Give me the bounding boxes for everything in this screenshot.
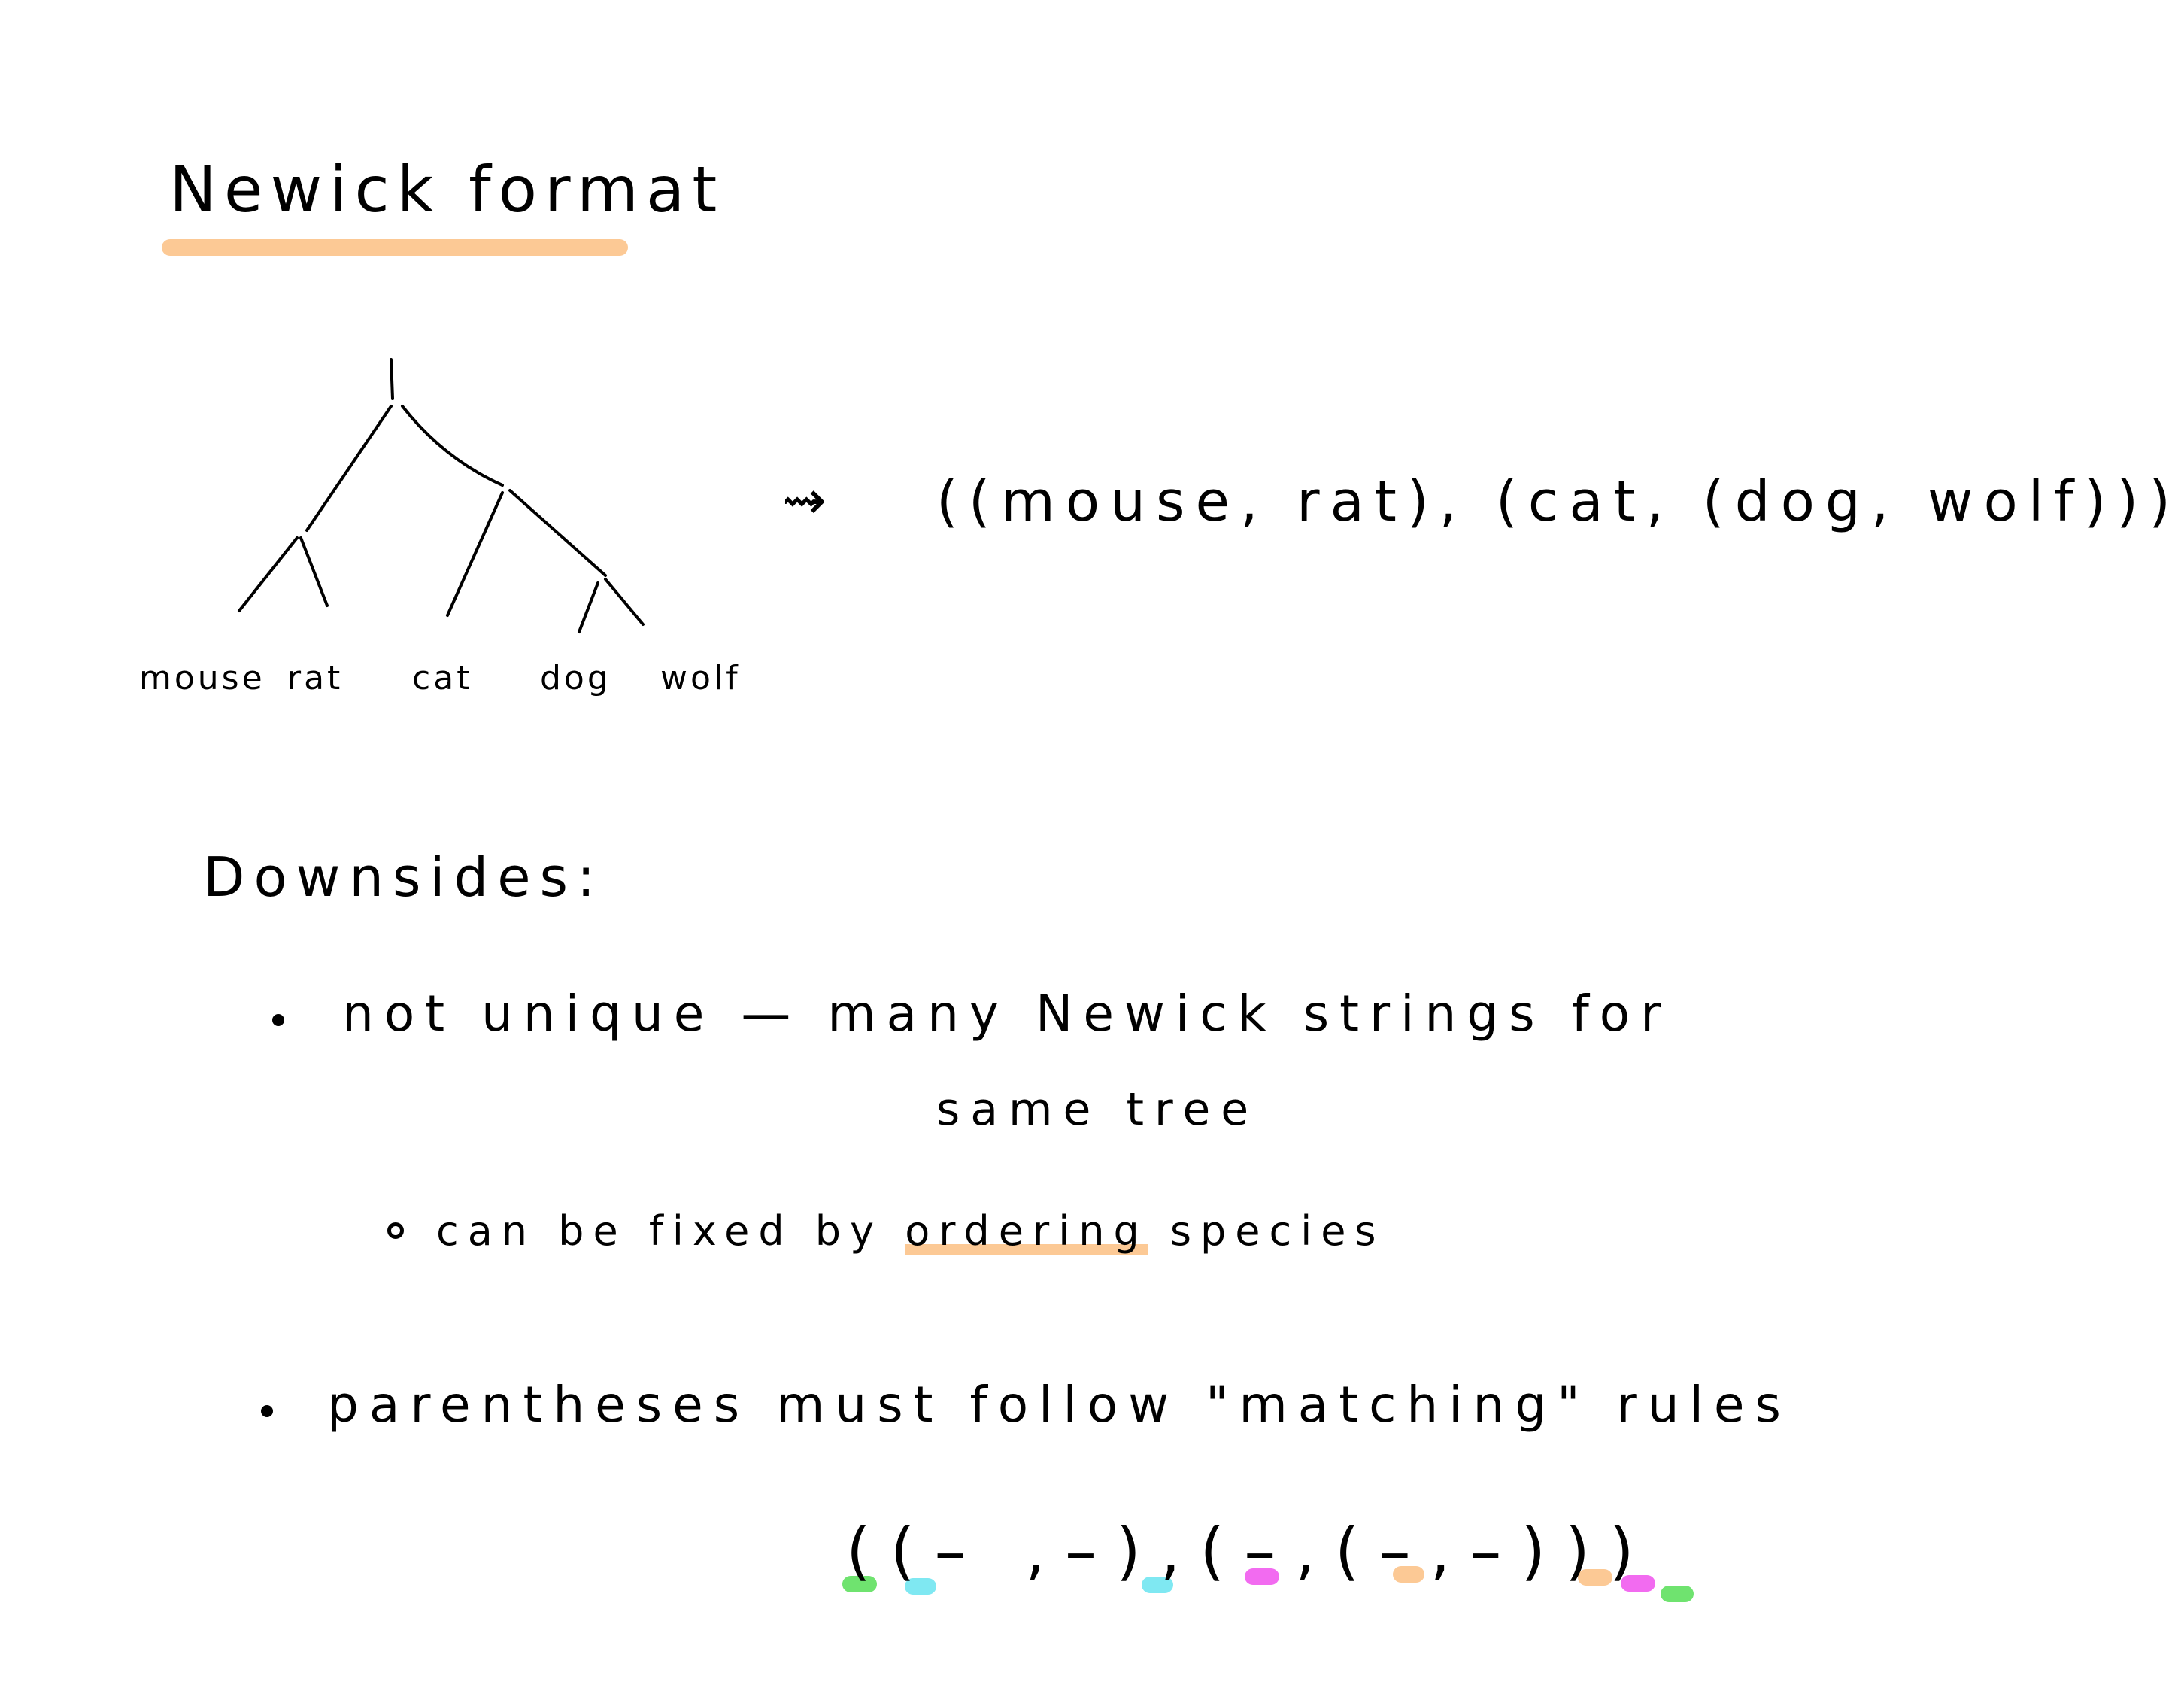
sub-bullet-dot [387,1222,404,1239]
leaf-label-mouse: mouse [139,659,265,697]
tree-branch-root-right [401,405,504,487]
tree-root-stem [390,358,394,400]
tree-branch-rat [299,536,329,607]
page-title: Newick format [169,153,725,226]
paren-matching-marks [842,1566,1694,1602]
tree-branch-root-left [305,405,393,532]
title-underline-highlight [162,239,628,256]
tree-branch-cat [446,491,504,617]
leaf-label-wolf: wolf [660,659,741,697]
newick-string: ((mouse, rat), (cat, (dog, wolf))) [936,469,2181,534]
cyan-mark-close [1142,1577,1173,1593]
tree-branch-wolf [604,578,645,626]
tree-branch-dog [578,581,599,633]
leaf-label-dog: dog [540,659,611,697]
orange-mark-open [1393,1566,1424,1583]
bullet-not-unique-line1: not unique — many Newick strings for [342,985,1672,1043]
ordering-highlighted-word: ordering [905,1207,1148,1255]
tree-branch-dogwolf-node [508,489,607,577]
leaf-label-cat: cat [412,659,473,697]
bullet-dot-1 [272,1014,284,1026]
magenta-mark-open [1245,1568,1279,1585]
bullet-not-unique-line2: same tree [936,1083,1260,1136]
bullet-parentheses-matching: parentheses must follow "matching" rules [327,1376,1791,1434]
magenta-mark-close [1621,1575,1655,1592]
leaf-label-rat: rat [287,659,344,697]
tree-branch-mouse [238,536,299,612]
sub-bullet-prefix: can be fixed by [436,1207,905,1255]
cyan-mark-open [905,1578,936,1595]
downsides-heading: Downsides: [203,846,605,909]
sub-bullet-ordering: can be fixed by ordering species [436,1207,1385,1255]
paren-pattern: ((– ,–),(–,(–,–))) [846,1514,1654,1588]
bullet-dot-2 [261,1405,273,1417]
squiggle-arrow-icon: ⇝ [782,469,830,531]
green-mark-open [842,1576,877,1592]
sub-bullet-suffix: species [1148,1207,1385,1255]
orange-mark-close [1578,1569,1612,1586]
green-mark-close [1661,1586,1694,1602]
